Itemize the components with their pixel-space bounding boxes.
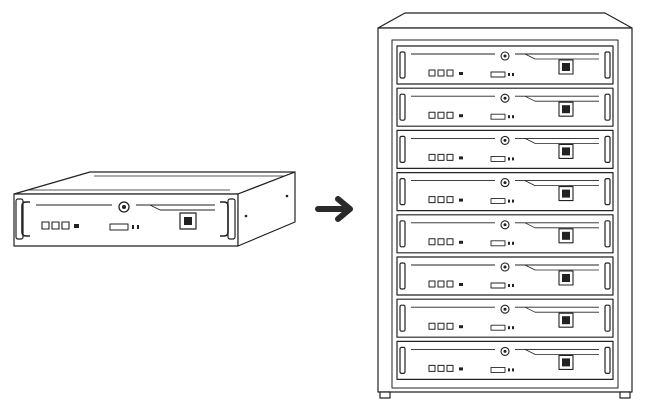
cabinet-module	[396, 340, 614, 380]
cabinet-module	[396, 172, 614, 212]
arrow-right-icon	[315, 196, 353, 222]
cabinet-module	[396, 214, 614, 254]
battery-cabinet-icon	[377, 12, 633, 399]
cabinet-module	[396, 129, 614, 169]
cabinet-module	[396, 256, 614, 296]
cabinet-module	[396, 45, 614, 85]
cabinet-module	[396, 298, 614, 338]
cabinet-module	[396, 87, 614, 127]
rack-battery-module-icon	[13, 171, 296, 247]
